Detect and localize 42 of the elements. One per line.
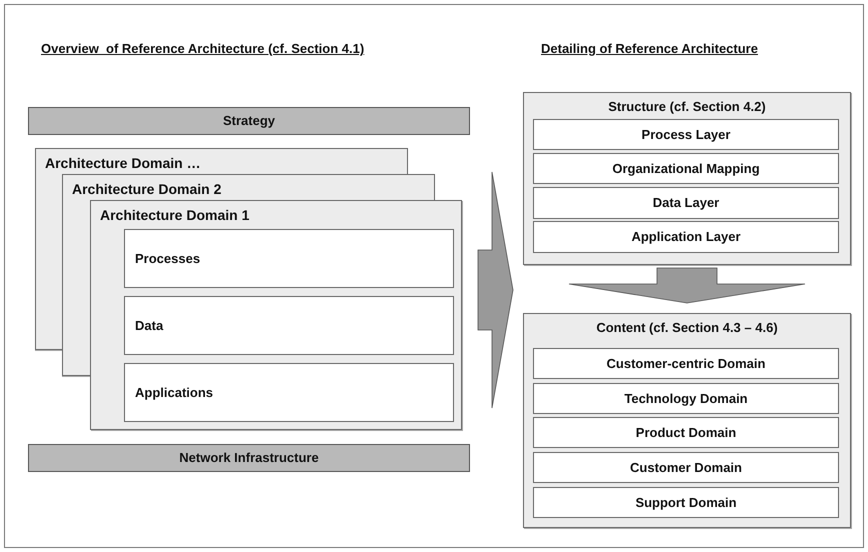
node-label: Processes [135,250,200,268]
node-label: Process Layer [642,126,730,144]
node-label: Support Domain [635,494,737,512]
group-panel [523,313,851,528]
layer-bar [28,107,470,135]
node-label: Data Layer [652,194,720,212]
node-label: Technology Domain [624,390,748,408]
node-label: Data [135,316,164,335]
node-label: Architecture Domain 2 [72,180,222,199]
node-label: Organizational Mapping [612,160,760,178]
node-label: Application Layer [631,228,741,246]
domain-panel [35,148,408,174]
block-arrow [568,268,806,304]
section-heading: Detailing of Reference Architecture [541,40,758,58]
layer-box [533,119,839,150]
layer-box [533,383,839,414]
domain-panel [62,174,435,200]
node-label: Customer-centric Domain [606,354,766,373]
node-label: Architecture Domain … [45,154,201,173]
node-label: Network Infrastructure [179,449,319,468]
section-heading: Overview of Reference Architecture (cf. Section 4.1) [41,40,364,58]
layer-bar [28,444,470,472]
node-label: Applications [135,384,214,402]
layer-box [533,221,839,253]
group-panel [523,92,851,265]
layer-box [533,487,839,518]
node-label: Architecture Domain 1 [100,206,250,225]
domain-panel [90,200,462,430]
node-label: Strategy [222,112,276,130]
node-label: Structure (cf. Section 4.2) [607,98,767,116]
block-arrow [478,172,514,408]
content-box [124,363,454,422]
layer-box [533,417,839,448]
layer-box [533,153,839,184]
layer-box [533,452,839,483]
node-label: Content (cf. Section 4.3 – 4.6) [595,319,779,337]
layer-box [533,187,839,219]
content-box [124,229,454,288]
content-box [124,296,454,355]
layer-box [533,348,839,379]
node-label: Product Domain [636,424,736,442]
node-label: Customer Domain [630,458,742,477]
